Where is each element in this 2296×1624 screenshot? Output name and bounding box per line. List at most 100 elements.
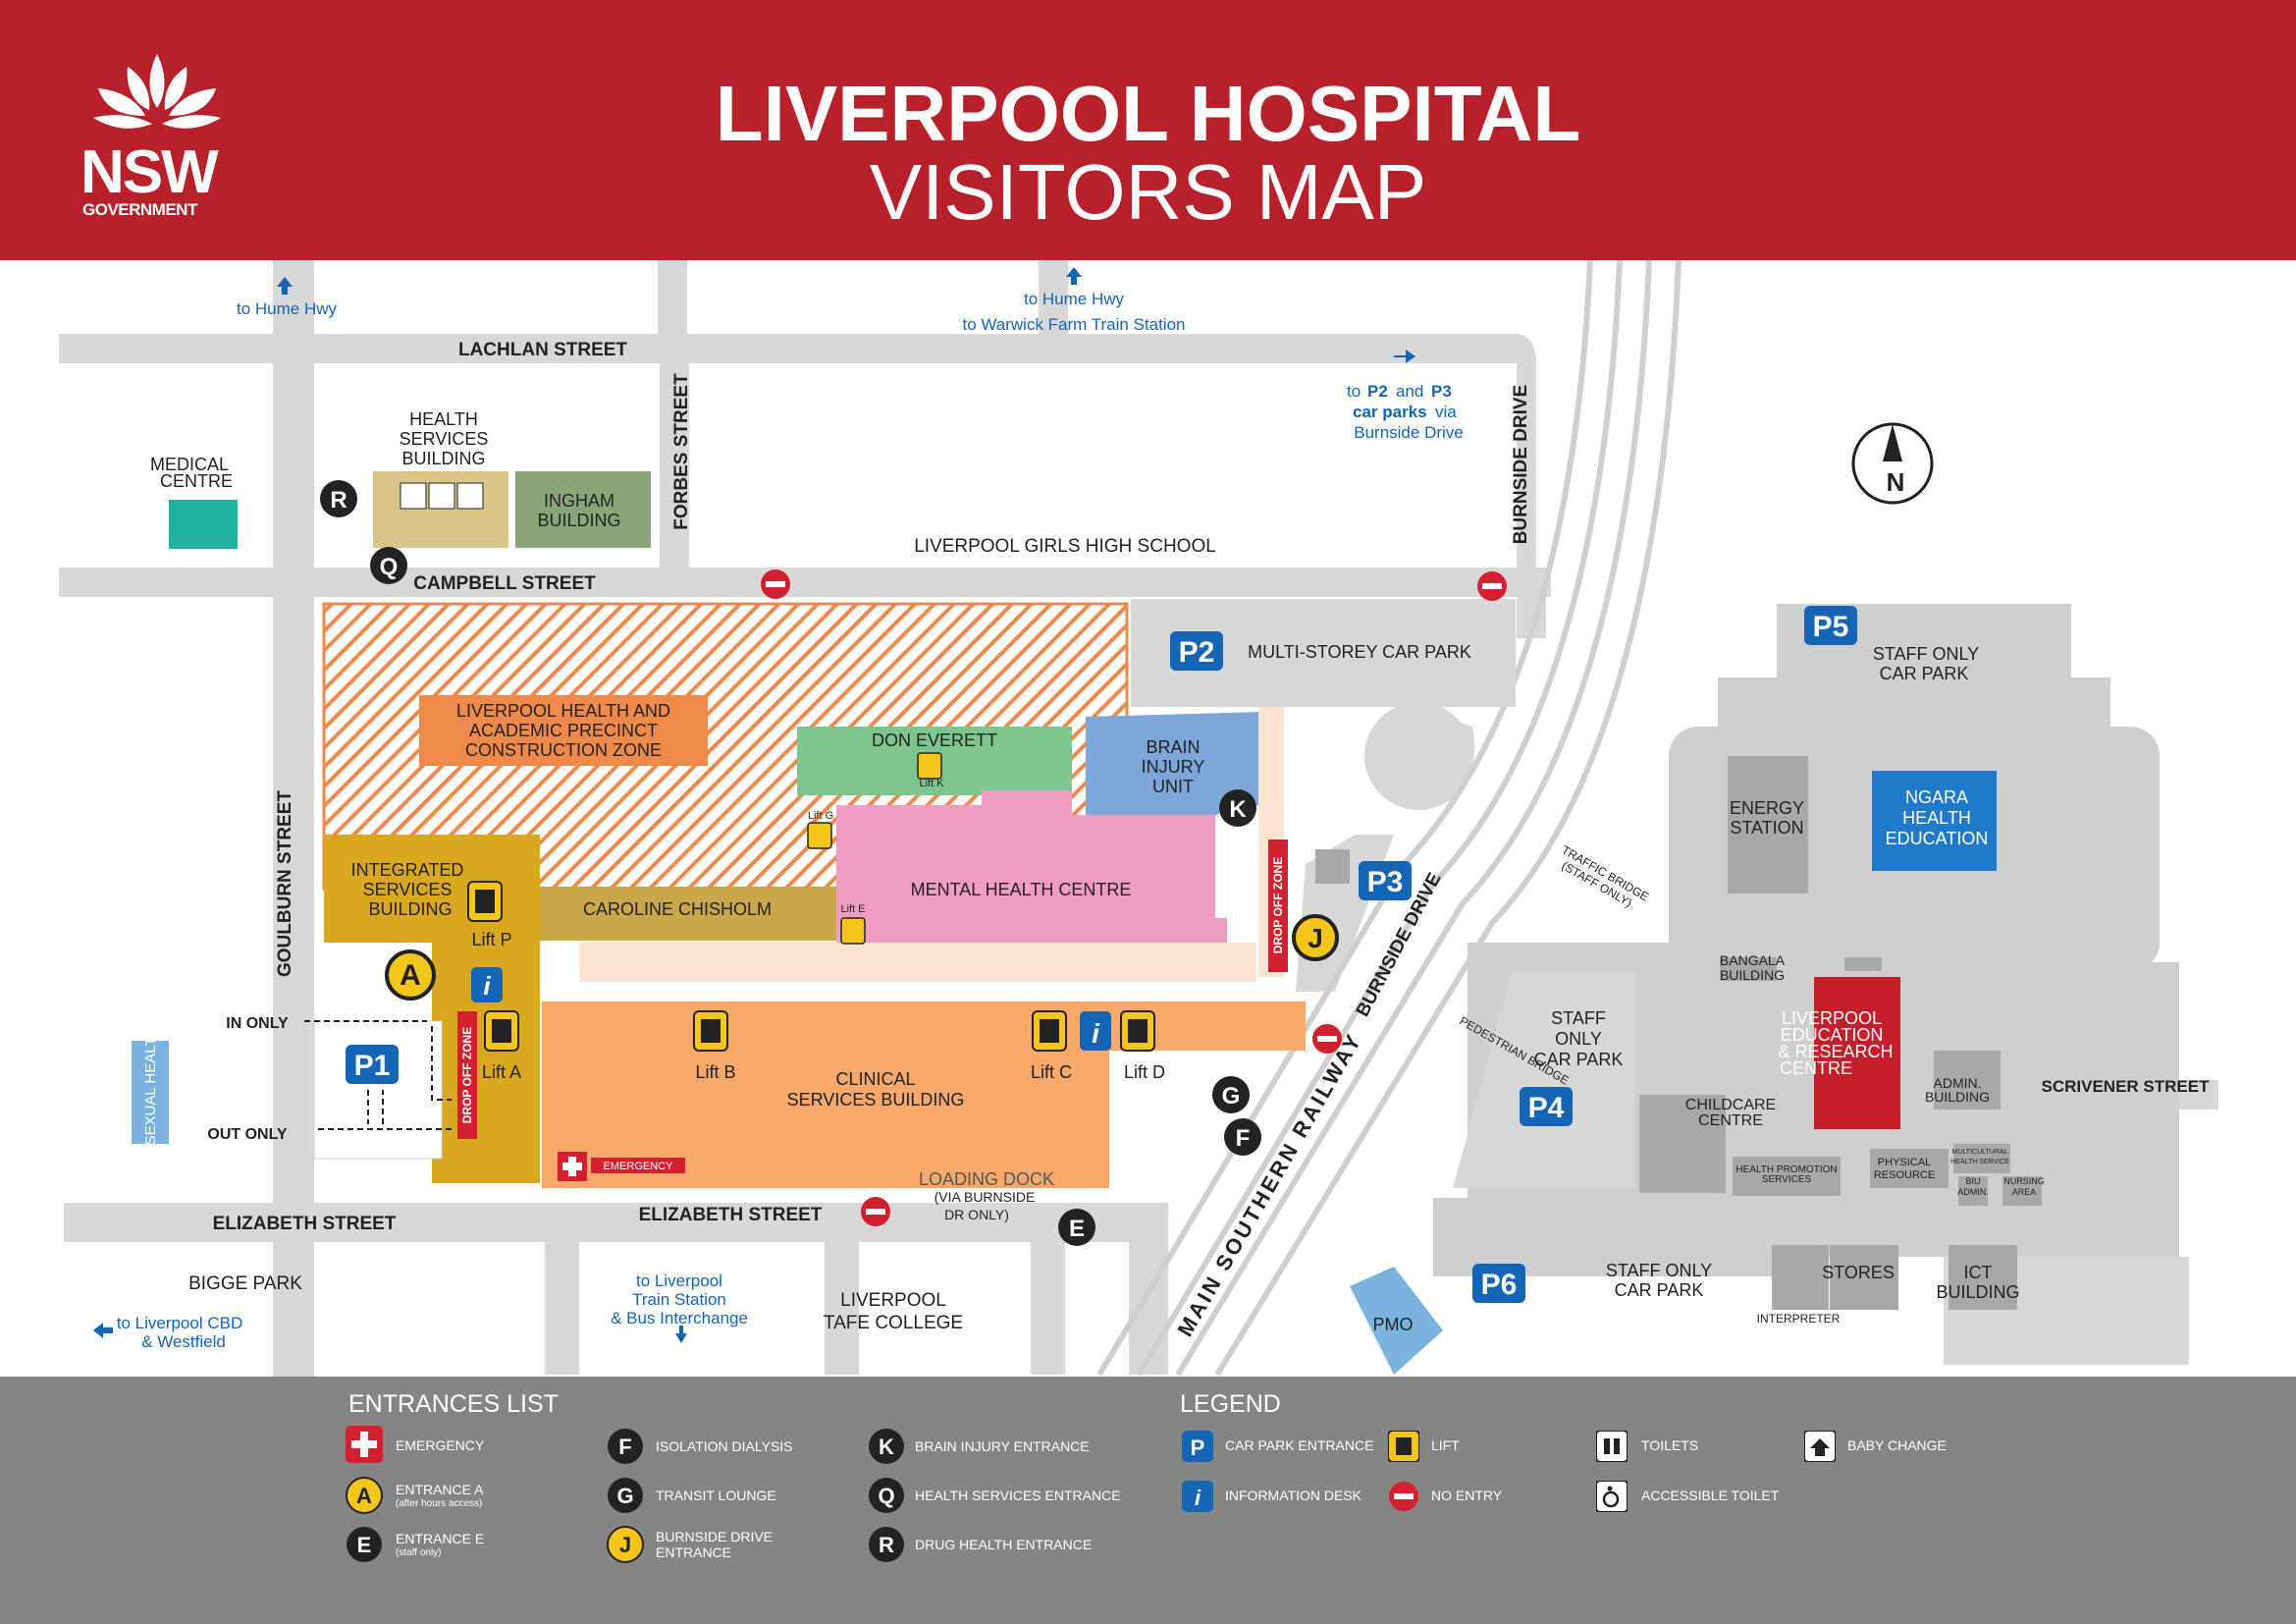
arrow-up-icon xyxy=(277,277,293,295)
svg-text:G: G xyxy=(1222,1083,1241,1110)
legend-toilets-label: TOILETS xyxy=(1641,1437,1699,1453)
entrance-k-legend-icon: K xyxy=(869,1429,904,1464)
caroline-chisholm-label: CAROLINE CHISHOLM xyxy=(583,899,772,919)
svg-text:K: K xyxy=(879,1435,894,1459)
svg-text:P: P xyxy=(1191,1435,1205,1460)
nursing-label-1: NURSING xyxy=(2003,1176,2045,1186)
lerc-label-3: & RESEARCH xyxy=(1778,1042,1893,1061)
entrance-f-icon xyxy=(1224,1118,1261,1156)
lift-icon xyxy=(807,822,832,849)
physical-label-2: RESOURCE xyxy=(1874,1169,1935,1181)
svg-text:i: i xyxy=(1092,1018,1100,1049)
integrated-services-building xyxy=(324,835,540,943)
emergency-marker: EMERGENCY xyxy=(558,1152,685,1181)
entrance-r-icon xyxy=(320,480,357,517)
elizabeth-street-west-label: ELIZABETH STREET xyxy=(213,1214,397,1234)
svg-text:Q: Q xyxy=(380,554,399,580)
traffic-flow-arrows xyxy=(304,1020,452,1130)
multi-storey-label: MULTI-STOREY CAR PARK xyxy=(1248,642,1471,662)
lift-icon xyxy=(917,752,942,780)
legend-health-services-label: HEALTH SERVICES ENTRANCE xyxy=(915,1488,1121,1503)
interpreter-label: INTERPRETER xyxy=(1757,1312,1841,1326)
lift-icon xyxy=(840,917,866,945)
entrance-q-icon xyxy=(370,547,407,584)
svg-text:E: E xyxy=(1069,1216,1085,1242)
svg-text:i: i xyxy=(483,971,491,1001)
lerc-label-4: CENTRE xyxy=(1780,1058,1852,1078)
legend-brain-label: BRAIN INJURY ENTRANCE xyxy=(915,1438,1090,1454)
svg-text:K: K xyxy=(1229,796,1247,823)
drop-off-label-east: DROP OFF ZONE xyxy=(1271,857,1285,953)
arrow-up-icon xyxy=(1066,267,1082,285)
integrated-label-2: SERVICES xyxy=(363,880,453,899)
legend-entrance-a-label: ENTRANCE A xyxy=(396,1482,484,1497)
brain-injury-label-3: UNIT xyxy=(1152,777,1194,796)
information-icon xyxy=(471,967,503,1002)
ingham-label-1: INGHAM xyxy=(544,491,614,511)
legend-burnside-label-2: ENTRANCE xyxy=(656,1544,732,1560)
information-markers: i i xyxy=(471,967,1111,1051)
svg-text:A: A xyxy=(356,1484,372,1508)
to-cbd-label-2: & Westfield xyxy=(141,1332,226,1351)
construction-label-3: CONSTRUCTION ZONE xyxy=(465,740,662,760)
railway-lines xyxy=(1096,260,1682,1377)
sexual-health-building xyxy=(132,1041,169,1144)
p1-label: P1 xyxy=(354,1050,391,1082)
mental-health-label: MENTAL HEALTH CENTRE xyxy=(911,880,1132,899)
to-warwick-label: to Warwick Farm Train Station xyxy=(962,315,1185,334)
medical-centre-building xyxy=(169,500,238,549)
svg-text:R: R xyxy=(879,1533,894,1557)
svg-text:F: F xyxy=(618,1435,631,1459)
health-services-label-3: BUILDING xyxy=(401,449,485,468)
car-park-legend-icon: P xyxy=(1182,1431,1213,1462)
health-services-facility-icons xyxy=(400,482,484,510)
waratah-logo-icon xyxy=(93,54,221,129)
admin-label-1: ADMIN. xyxy=(1934,1075,1982,1091)
lerc-building xyxy=(1814,977,1900,1129)
biu-label-2: ADMIN. xyxy=(1957,1187,1989,1197)
to-hume-hwy-label: to Hume Hwy xyxy=(1024,290,1125,308)
svg-text:J: J xyxy=(1308,923,1323,953)
lift-p-label: Lift P xyxy=(471,930,511,949)
lift-k-label: Lift K xyxy=(919,778,944,789)
pmo-building xyxy=(1350,1267,1443,1375)
p4-car-park-area xyxy=(1453,972,1634,1188)
pmo-label: PMO xyxy=(1372,1315,1413,1334)
header-banner: NSW GOVERNMENT LIVERPOOL HOSPITAL VISITO… xyxy=(0,0,2296,260)
drop-off-zone-east xyxy=(1268,839,1288,972)
lift-a-label: Lift A xyxy=(482,1062,521,1082)
svg-text:E: E xyxy=(357,1533,372,1557)
direction-arrows xyxy=(93,267,1415,1343)
loading-dock-label: LOADING DOCK xyxy=(919,1169,1054,1189)
brain-injury-unit-building xyxy=(1086,712,1258,815)
lift-icon xyxy=(1120,1010,1155,1052)
entrance-markers: A J E F G K Q R xyxy=(320,480,1339,1246)
to-p2p3-label-carparks: car parks xyxy=(1353,403,1427,421)
p4-icon xyxy=(1520,1087,1573,1126)
staff-p5-label-1: STAFF ONLY xyxy=(1873,644,1979,664)
ict-label-1: ICT xyxy=(1964,1263,1993,1282)
lift-icon xyxy=(1032,1010,1067,1052)
multicultural-label-2: HEALTH SERVICE xyxy=(1950,1159,2009,1165)
staff-p6-label-2: CAR PARK xyxy=(1615,1280,1704,1300)
health-services-label-1: HEALTH xyxy=(409,409,478,429)
lift-b-label: Lift B xyxy=(695,1062,735,1082)
lift-g-label: Lift G xyxy=(808,810,833,822)
tafe-label-1: LIVERPOOL xyxy=(840,1290,946,1311)
legend-lift-label: LIFT xyxy=(1431,1437,1460,1453)
bangala-label-1: BANGALA xyxy=(1720,952,1786,968)
lift-d-label: Lift D xyxy=(1124,1062,1165,1082)
integrated-label-3: BUILDING xyxy=(368,899,452,919)
caroline-chisholm-building xyxy=(540,887,836,941)
accessible-toilet-icon xyxy=(456,482,484,510)
ingham-building xyxy=(515,471,651,548)
to-liverpool-label-2: Train Station xyxy=(632,1290,726,1309)
logo-nsw-text: NSW xyxy=(80,138,219,206)
ngara-health-education-building xyxy=(1872,771,1997,871)
page-title: LIVERPOOL HOSPITAL xyxy=(715,70,1581,157)
staff-p6-label-1: STAFF ONLY xyxy=(1606,1261,1712,1280)
sexual-health-label: SEXUAL HEALTH xyxy=(142,1027,159,1146)
physical-label-1: PHYSICAL xyxy=(1878,1157,1931,1168)
staff-p4-label-1: STAFF xyxy=(1551,1008,1606,1028)
childcare-label-2: CENTRE xyxy=(1698,1112,1763,1129)
